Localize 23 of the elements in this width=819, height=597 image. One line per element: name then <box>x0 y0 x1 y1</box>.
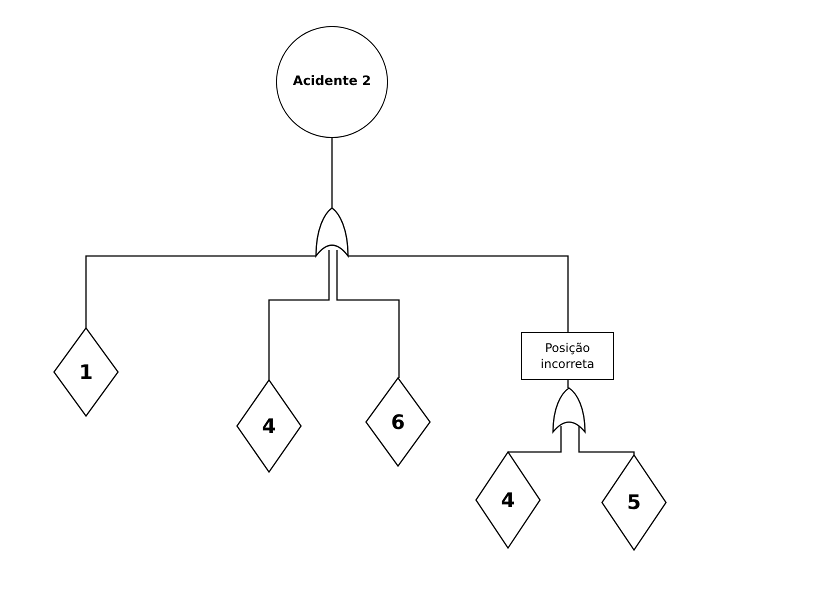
connector-line <box>85 255 317 328</box>
or-gate <box>316 208 348 256</box>
event-number: 5 <box>627 489 641 516</box>
basic-event-diamond <box>366 378 430 466</box>
event-label: Acidente 2 <box>292 73 372 91</box>
event-label: Posição incorreta <box>540 340 596 372</box>
basic-event-diamond <box>54 328 118 416</box>
connector-line <box>347 255 569 332</box>
event-number: 4 <box>262 412 276 440</box>
event-box <box>521 332 614 380</box>
connector-line <box>331 138 333 208</box>
connector-line <box>268 250 330 380</box>
event-circle <box>276 26 388 138</box>
event-number: 1 <box>79 358 93 386</box>
connector-line <box>336 250 400 378</box>
basic-event-diamond <box>237 380 301 472</box>
basic-event-diamond <box>476 452 540 548</box>
event-number: 4 <box>501 486 515 514</box>
event-number: 6 <box>391 408 405 436</box>
or-gate <box>553 388 585 432</box>
basic-event-diamond <box>602 455 666 550</box>
connector-line <box>578 426 635 455</box>
connector-line <box>507 426 562 453</box>
